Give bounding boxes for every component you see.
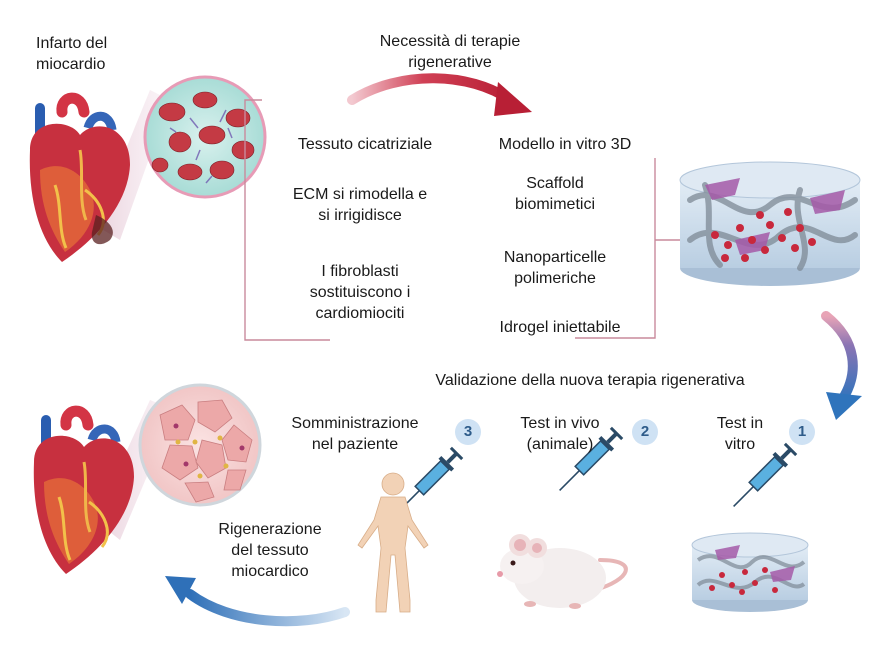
infarct-line-1: Infarto del <box>36 35 108 52</box>
regeneration-line-3: miocardico <box>231 563 309 580</box>
ecm-label: ECM si rimodella e si irrigidisce <box>265 184 455 226</box>
arrow-icon <box>347 73 532 116</box>
step-badge-3: 3 <box>455 419 481 445</box>
human-figure-icon <box>357 472 429 613</box>
mouse-icon <box>497 534 628 609</box>
model-label: Modello in vitro 3D <box>498 136 632 153</box>
need-line-2: rigenerative <box>408 54 492 71</box>
step3-line-2: nel paziente <box>311 436 399 453</box>
heart-icon <box>33 400 175 574</box>
ecm-line-2: si irrigidisce <box>318 207 402 224</box>
fibroblasts-label: I fibroblasti sostituiscono i cardiomioc… <box>265 261 455 324</box>
scaffold-line-2: biomimetici <box>514 196 595 213</box>
validation-label: Validazione della nuova terapia rigenera… <box>435 372 745 389</box>
step-badge-1: 1 <box>789 419 815 445</box>
step1-label: Test in vitro <box>695 413 785 455</box>
nanoparticles-line-2: polimeriche <box>514 270 596 287</box>
scaffold-icon <box>679 161 861 286</box>
step3-label: Somministrazione nel paziente <box>280 413 430 455</box>
nanoparticles-label: Nanoparticelle polimeriche <box>460 247 650 289</box>
regeneration-line-1: Rigenerazione <box>218 521 322 538</box>
step2-label: Test in vivo (animale) <box>500 413 620 455</box>
step-badge-2: 2 <box>632 419 658 445</box>
arrow-icon <box>821 311 862 420</box>
fibroblasts-line-1: I fibroblasti <box>321 263 399 280</box>
regeneration-label: Rigenerazione del tessuto miocardico <box>200 519 340 582</box>
need-label: Necessità di terapie rigenerative <box>355 31 545 73</box>
fibroblasts-line-3: cardiomiociti <box>315 305 405 322</box>
nanoparticles-line-1: Nanoparticelle <box>503 249 607 266</box>
step3-line-1: Somministrazione <box>291 415 419 432</box>
tissue-circle-icon <box>143 75 267 199</box>
tissue-circle-icon <box>138 383 262 507</box>
syringe-icon <box>733 442 798 507</box>
step1-line-2: vitro <box>724 436 756 453</box>
syringe-icon <box>559 426 624 491</box>
fibroblasts-line-2: sostituiscono i <box>309 284 411 301</box>
infarct-label: Infarto del miocardio <box>36 33 107 75</box>
arrow-icon <box>165 576 350 627</box>
hydrogel-label: Idrogel iniettabile <box>499 319 621 336</box>
ecm-line-1: ECM si rimodella e <box>292 186 428 203</box>
scar-tissue-label: Tessuto cicatriziale <box>297 136 433 153</box>
step1-line-1: Test in <box>716 415 764 432</box>
infarct-line-2: miocardio <box>36 56 106 73</box>
step2-line-1: Test in vivo <box>520 415 600 432</box>
scaffold-icon <box>691 532 809 612</box>
step2-line-2: (animale) <box>526 436 594 453</box>
regeneration-line-2: del tessuto <box>231 542 309 559</box>
scaffold-label: Scaffold biomimetici <box>460 173 650 215</box>
need-line-1: Necessità di terapie <box>379 33 521 50</box>
scaffold-line-1: Scaffold <box>526 175 584 192</box>
